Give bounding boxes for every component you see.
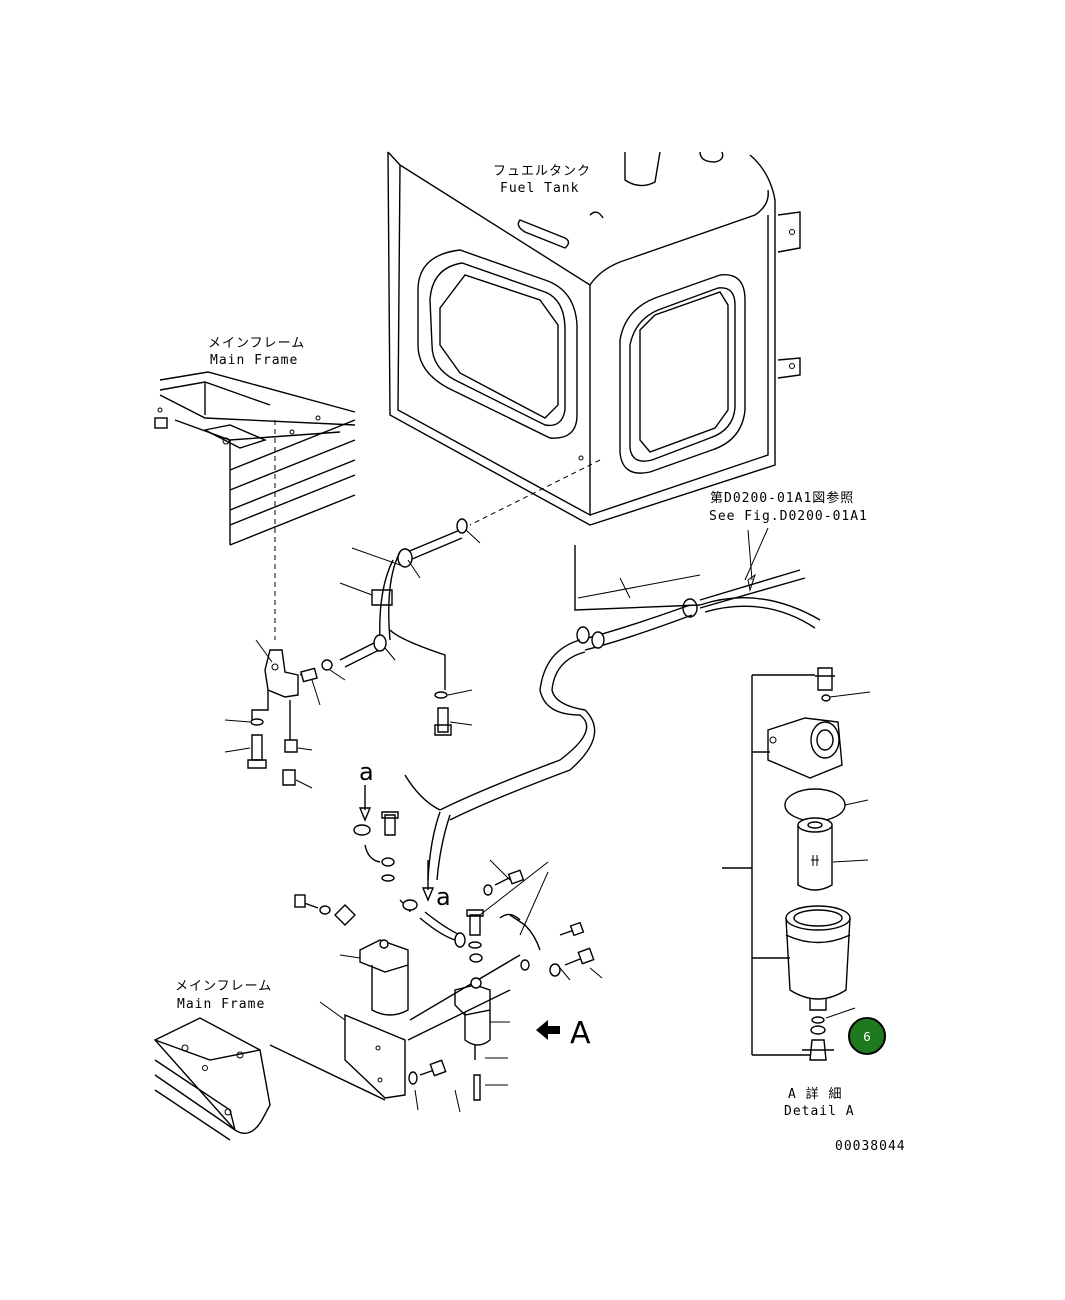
detail-a-label-jp: A 詳 細 <box>788 1086 842 1102</box>
see-fig-label-jp: 第D0200-01A1図参照 <box>710 490 854 506</box>
bracket-group-left <box>224 639 346 789</box>
fuel-hose-drawing <box>404 527 821 881</box>
fuel-tank-label-en: Fuel Tank <box>500 181 579 196</box>
drawing-number: 00038044 <box>835 1139 906 1154</box>
fuel-tank-label-jp: フュエルタンク <box>493 164 591 179</box>
arrow-a-group <box>358 785 435 902</box>
detail-a-drawing <box>722 667 871 1061</box>
main-frame-top-drawing <box>154 371 356 546</box>
arrow-a-label-2: a <box>436 883 451 911</box>
callout-circle[interactable] <box>848 1017 886 1055</box>
main-frame-bottom-label-jp: メインフレーム <box>175 979 272 994</box>
main-frame-top-label-jp: メインフレーム <box>208 336 305 351</box>
part-callout-6[interactable]: 6 <box>848 1017 886 1055</box>
main-frame-top-label-en: Main Frame <box>210 353 298 368</box>
arrow-a-label-1: a <box>359 758 374 786</box>
main-frame-bottom-drawing <box>153 1017 386 1141</box>
view-a-label: A <box>570 1016 591 1051</box>
detail-a-label-en: Detail A <box>784 1104 855 1119</box>
callout-number: 6 <box>863 1030 871 1044</box>
clamp-group <box>339 518 481 736</box>
main-frame-bottom-label-en: Main Frame <box>177 997 265 1012</box>
see-fig-label-en: See Fig.D0200-01A1 <box>709 509 868 524</box>
view-a-arrow <box>536 1020 560 1040</box>
fuel-tank-drawing <box>387 151 801 526</box>
lower-fittings-drawing <box>294 811 603 1113</box>
